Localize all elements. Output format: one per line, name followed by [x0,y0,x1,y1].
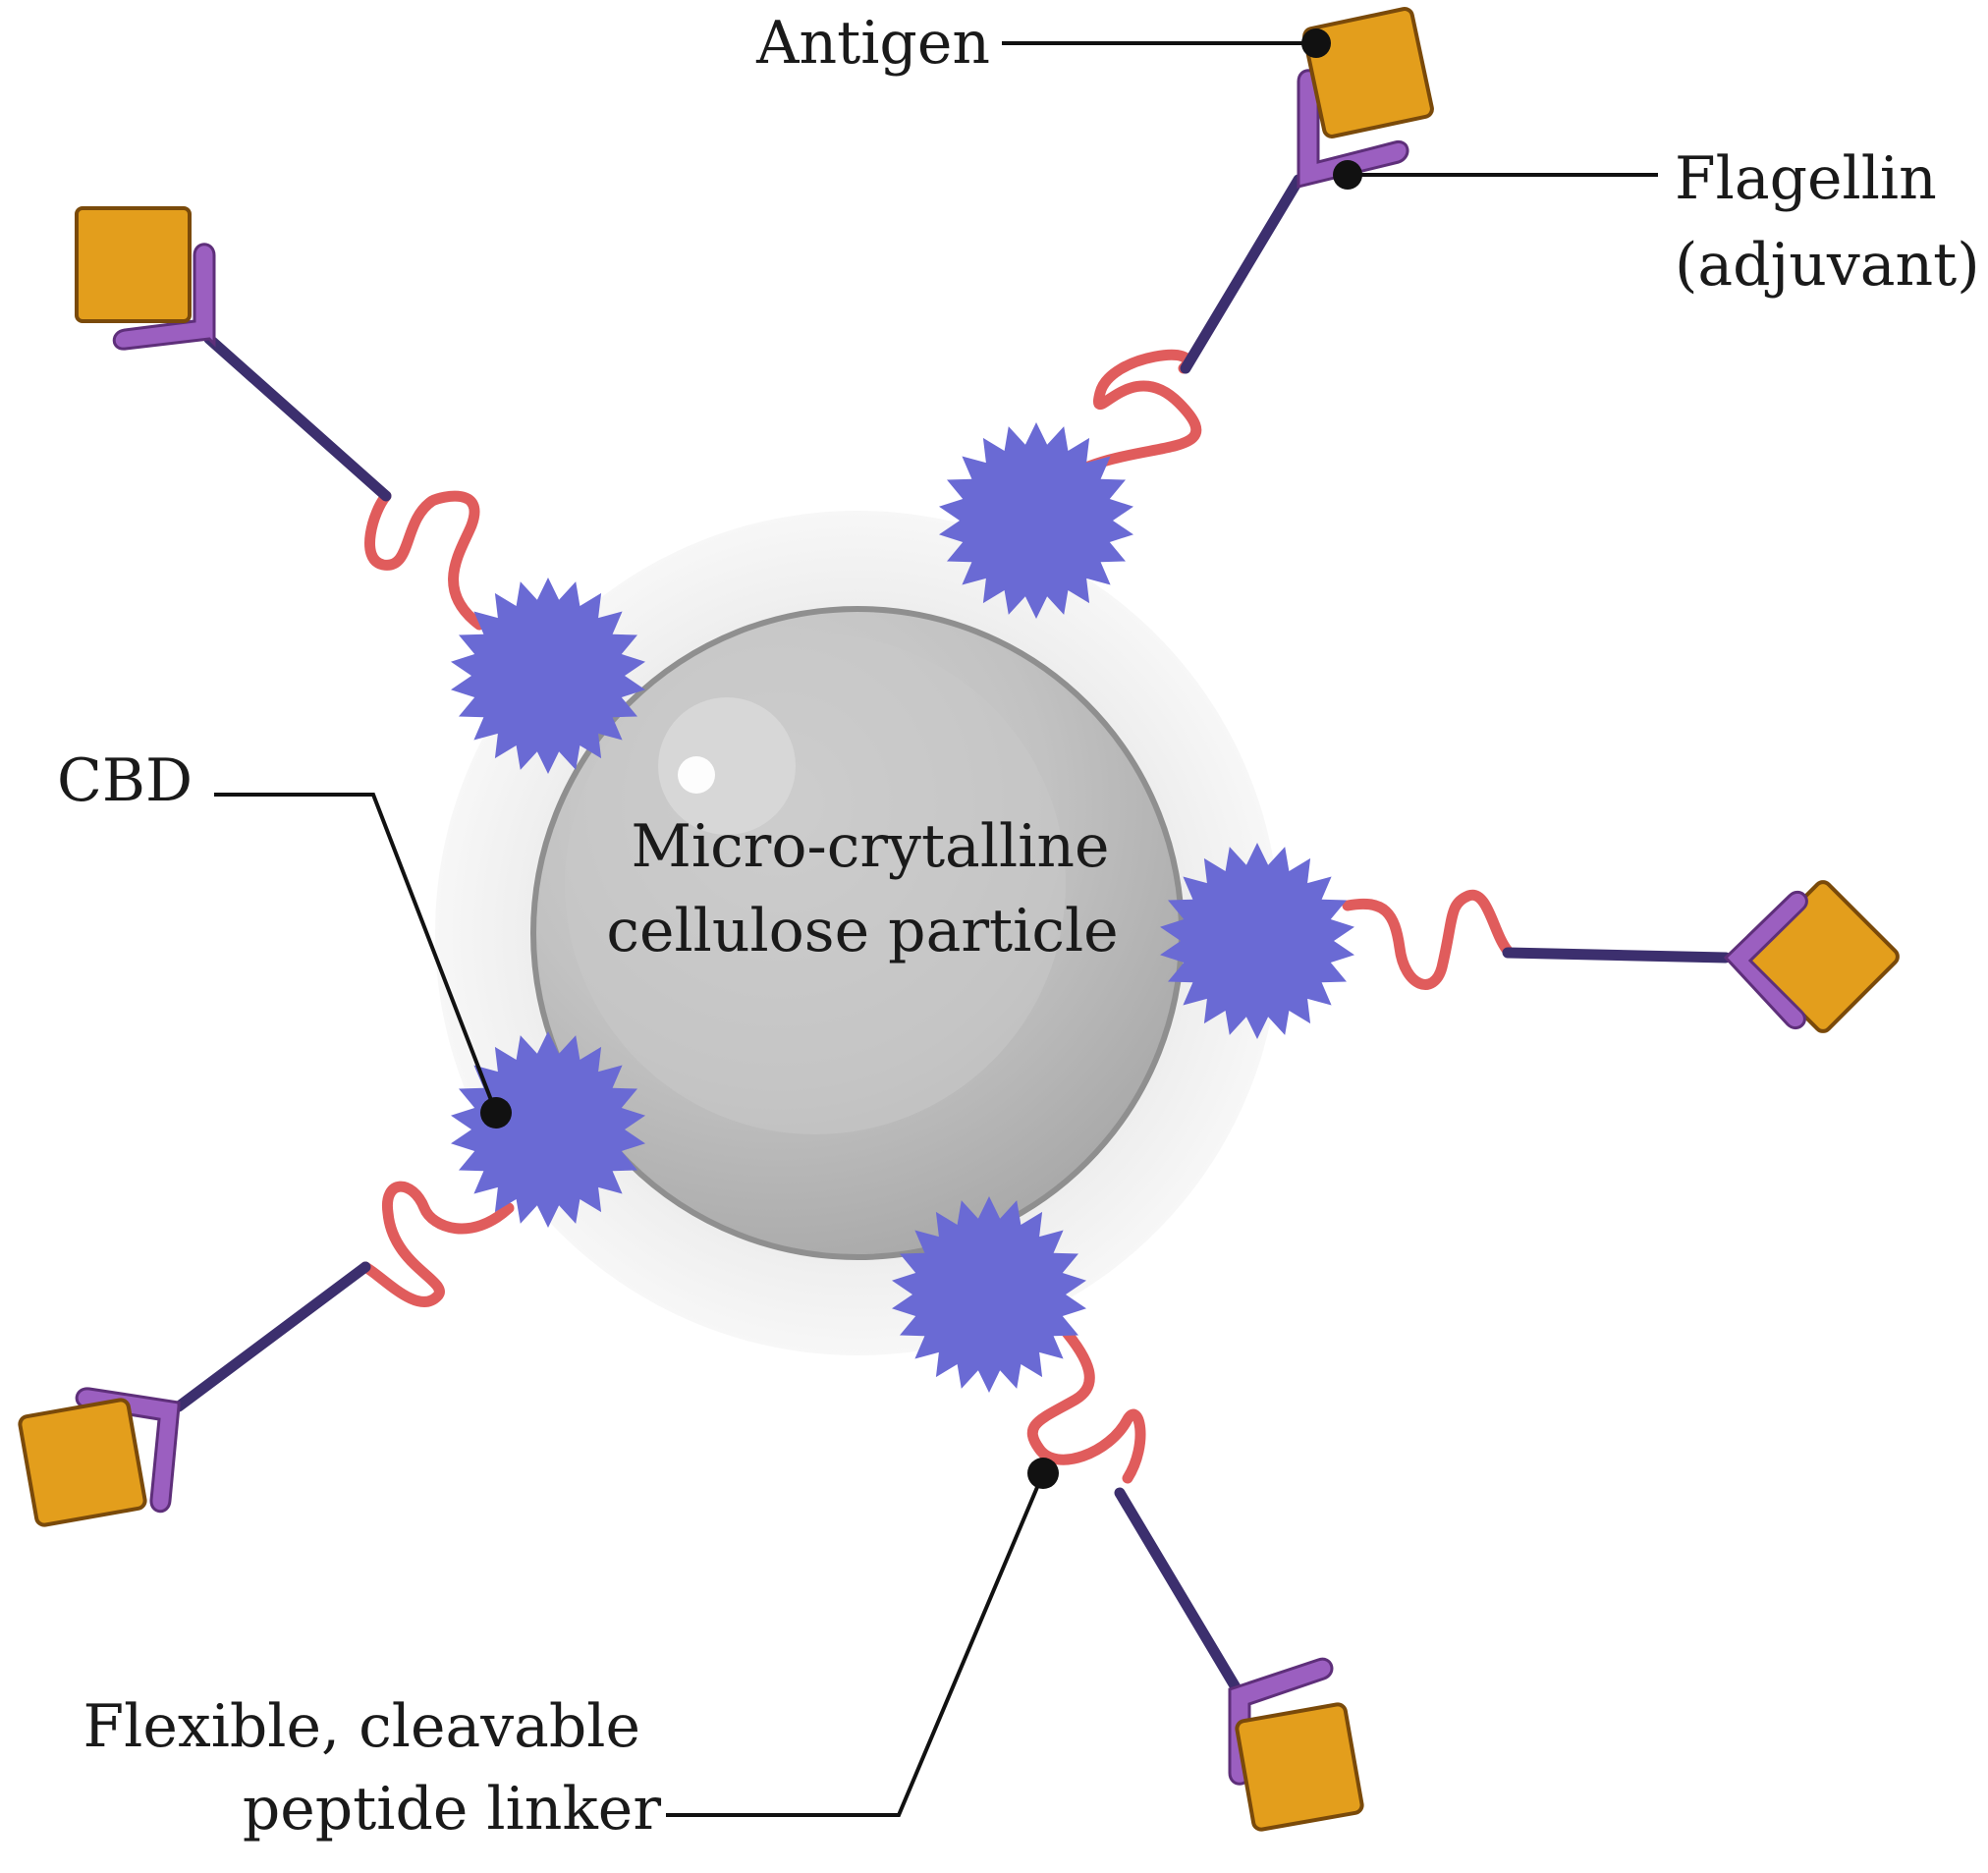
callout-flagellin: Flagellin (adjuvant) [1333,144,1980,300]
linker [359,1181,515,1307]
flagellin-leader-dot [1333,160,1362,190]
stalk [203,333,392,502]
linker-wave [364,490,485,631]
antigen [1302,7,1434,138]
particle-label-line2: cellulose particle [606,897,1118,965]
antigen [18,1398,147,1527]
particle-label-line1: Micro-crytalline [631,812,1109,881]
linker-label-line2: peptide linker [243,1775,662,1844]
fusion-arm-bottom [1026,1322,1364,1832]
linker [1342,889,1514,990]
fusion-arm-right [1342,880,1900,1033]
fusion-arm-top-right [1060,7,1434,483]
cbd-bottom [892,1196,1086,1393]
cbd-leader [214,793,498,1114]
stalk [1114,1487,1242,1693]
cbd-top-left [451,578,645,774]
particle-inner-shade [565,634,1066,1134]
callout-cbd: CBD [57,746,512,1129]
callout-linker: Flexible, cleavable peptide linker [83,1458,1059,1844]
antigen-label: Antigen [755,9,990,78]
antigen-leader-dot [1301,28,1331,58]
linker [1060,349,1202,483]
linker-leader-dot [1027,1458,1059,1489]
cbd-leader-dot [480,1097,512,1129]
cbd-right [1160,843,1354,1039]
flagellin-domain [1723,890,1808,1030]
fusion-arm-bottom-left [18,1181,515,1527]
stalk [1180,174,1304,374]
antigen [1746,880,1900,1033]
callout-antigen: Antigen [755,9,1331,78]
fusion-arm-top-left [75,206,485,631]
linker-leader [666,1472,1045,1817]
particle-gloss [658,697,796,835]
flagellin-domain [1297,69,1409,189]
cbd-top-right [939,422,1133,619]
cbd-bottom-left [451,1031,645,1228]
antigen [1235,1702,1364,1832]
particle-highlight [678,756,715,794]
flagellin-label-line2: (adjuvant) [1675,231,1980,300]
flagellin-domain [112,243,216,351]
antigen [75,206,192,323]
stalk [1502,947,1732,964]
linker-label-line1: Flexible, cleavable [83,1692,640,1761]
flagellin-label-line1: Flagellin [1675,144,1937,213]
linker [1026,1322,1146,1484]
linker-wave [1346,904,1503,977]
cbd-label: CBD [57,746,193,815]
stalk [173,1261,371,1412]
cellulose-particle: Micro-crytalline cellulose particle [435,511,1280,1355]
cbd-domains [451,422,1354,1393]
